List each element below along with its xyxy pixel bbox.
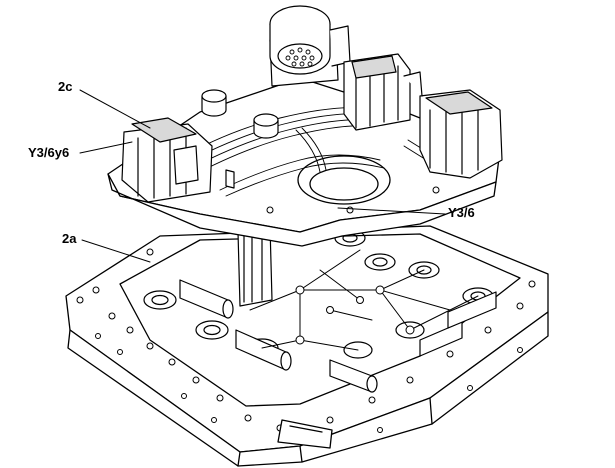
lower-valve-body	[65, 225, 549, 467]
callout-2a: 2a	[62, 231, 77, 246]
leader-y36y6	[79, 141, 133, 154]
leader-lines	[79, 89, 446, 263]
callout-2c: 2c	[58, 79, 73, 94]
rib-nodes	[295, 285, 415, 345]
channel-ribs	[249, 249, 479, 351]
plate-posts	[201, 89, 279, 189]
base-plate-edge	[67, 311, 549, 467]
plate-recess	[297, 155, 391, 205]
leader-y36	[337, 207, 446, 215]
bottom-bracket	[277, 419, 333, 449]
callout-y3-6: Y3/6	[448, 205, 475, 220]
left-solenoid-y6	[121, 117, 213, 203]
callout-y3-6y6: Y3/6y6	[28, 145, 70, 160]
plug-connector	[269, 5, 351, 87]
plate-edge	[107, 173, 497, 247]
right-solenoids	[343, 53, 503, 179]
rim-bolt-holes	[76, 248, 536, 433]
valve-spools	[179, 279, 497, 393]
leader-2a	[81, 239, 151, 263]
leader-2c	[79, 89, 151, 129]
